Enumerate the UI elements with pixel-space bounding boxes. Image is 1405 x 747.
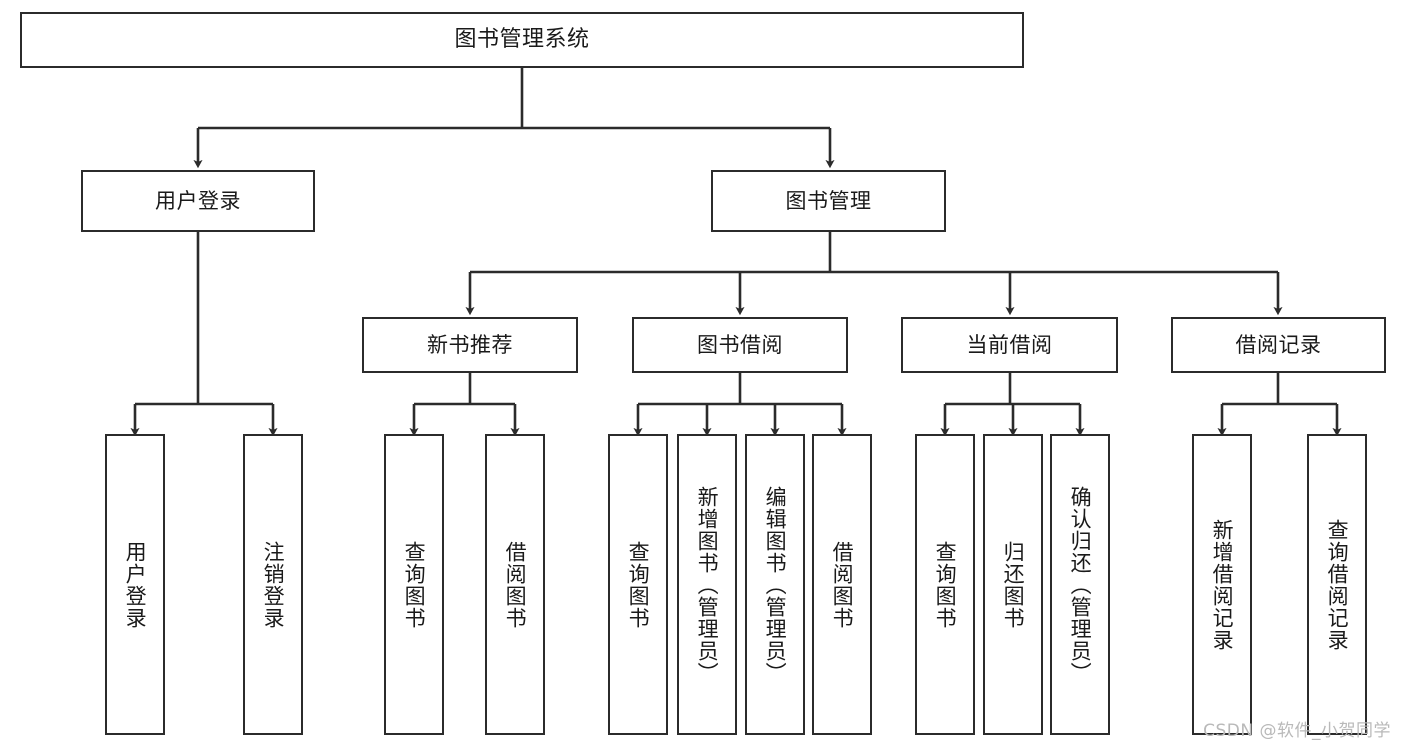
node-book-borrow-label: 图书借阅	[697, 332, 783, 357]
node-leaf-borrow-book-1[interactable]: 借阅图书	[485, 434, 545, 735]
node-leaf-logout[interactable]: 注销登录	[243, 434, 303, 735]
node-leaf-user-login[interactable]: 用户登录	[105, 434, 165, 735]
node-leaf-add-book-admin[interactable]: 新增图书（管理员）	[677, 434, 737, 735]
node-leaf-query-book-3-label: 查询图书	[933, 540, 958, 629]
node-leaf-user-login-label: 用户登录	[123, 540, 148, 629]
node-leaf-borrow-book-2[interactable]: 借阅图书	[812, 434, 872, 735]
node-current-borrow[interactable]: 当前借阅	[901, 317, 1118, 373]
node-root-system[interactable]: 图书管理系统	[20, 12, 1024, 68]
node-leaf-query-book-1[interactable]: 查询图书	[384, 434, 444, 735]
node-leaf-confirm-return-admin-label: 确认归还（管理员）	[1068, 485, 1093, 684]
node-current-borrow-label: 当前借阅	[966, 332, 1053, 357]
node-leaf-query-book-3[interactable]: 查询图书	[915, 434, 975, 735]
node-leaf-confirm-return-admin[interactable]: 确认归还（管理员）	[1050, 434, 1110, 735]
node-leaf-add-borrow-record-label: 新增借阅记录	[1210, 518, 1235, 651]
node-book-management[interactable]: 图书管理	[711, 170, 946, 232]
node-leaf-borrow-book-2-label: 借阅图书	[830, 540, 855, 629]
node-new-book-recommend-label: 新书推荐	[427, 332, 513, 357]
node-borrow-record[interactable]: 借阅记录	[1171, 317, 1386, 373]
node-leaf-edit-book-admin[interactable]: 编辑图书（管理员）	[745, 434, 805, 735]
node-leaf-add-book-admin-label: 新增图书（管理员）	[695, 485, 720, 684]
node-book-management-label: 图书管理	[785, 188, 872, 213]
node-leaf-borrow-book-1-label: 借阅图书	[503, 540, 528, 629]
node-leaf-return-book-label: 归还图书	[1001, 540, 1026, 629]
node-leaf-logout-label: 注销登录	[261, 540, 286, 629]
node-borrow-record-label: 借阅记录	[1235, 332, 1322, 357]
node-leaf-query-borrow-record-label: 查询借阅记录	[1325, 518, 1350, 651]
node-leaf-query-borrow-record[interactable]: 查询借阅记录	[1307, 434, 1367, 735]
node-user-login[interactable]: 用户登录	[81, 170, 315, 232]
node-leaf-query-book-2-label: 查询图书	[626, 540, 651, 629]
node-user-login-label: 用户登录	[155, 188, 241, 213]
node-new-book-recommend[interactable]: 新书推荐	[362, 317, 578, 373]
node-leaf-query-book-1-label: 查询图书	[402, 540, 427, 629]
node-leaf-add-borrow-record[interactable]: 新增借阅记录	[1192, 434, 1252, 735]
node-leaf-edit-book-admin-label: 编辑图书（管理员）	[763, 485, 788, 684]
node-leaf-return-book[interactable]: 归还图书	[983, 434, 1043, 735]
node-leaf-query-book-2[interactable]: 查询图书	[608, 434, 668, 735]
node-book-borrow[interactable]: 图书借阅	[632, 317, 848, 373]
node-root-system-label: 图书管理系统	[454, 27, 590, 53]
